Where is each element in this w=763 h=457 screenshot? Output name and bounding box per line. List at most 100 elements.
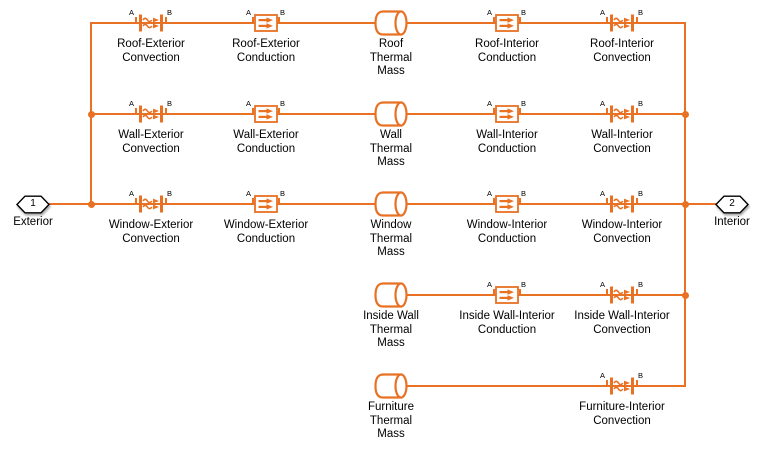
port-b-label: B: [280, 99, 286, 108]
block-label: Window-Exterior Conduction: [223, 219, 309, 245]
conduction-icon: [495, 195, 519, 213]
port-a-label: A: [129, 189, 135, 198]
port-tick: [278, 17, 280, 23]
block-label: Roof-Interior Convection: [590, 38, 654, 64]
port-tick: [519, 108, 521, 114]
port-tick: [636, 289, 638, 295]
port-tick: [636, 17, 638, 23]
block-label: Roof-Exterior Conduction: [232, 38, 300, 64]
port-tick: [493, 198, 495, 204]
block-label: Inside Wall-Interior Conduction: [459, 310, 555, 336]
port-a-label: A: [487, 280, 493, 289]
port-label: Interior: [714, 216, 750, 228]
convection-icon: [610, 286, 634, 304]
connection-port-exterior[interactable]: 1 Exterior: [13, 195, 53, 228]
port-tick: [278, 198, 280, 204]
conduction-icon: [254, 195, 278, 213]
convection-icon: [610, 14, 634, 32]
connection-port-interior[interactable]: 2 Interior: [714, 195, 750, 228]
port-number: 2: [729, 198, 735, 209]
port-b-label: B: [638, 371, 644, 380]
port-tick: [606, 108, 608, 114]
port-tick: [278, 108, 280, 114]
port-a-label: A: [487, 99, 493, 108]
junction-dot: [681, 291, 689, 299]
block-label: Inside Wall Thermal Mass: [363, 310, 419, 349]
junction-dot: [681, 200, 689, 208]
convection-icon: [139, 14, 163, 32]
port-b-label: B: [521, 8, 527, 17]
port-tick: [519, 289, 521, 295]
port-hexagon-icon: [715, 195, 749, 214]
port-number: 1: [30, 198, 36, 209]
block-label: Wall Thermal Mass: [369, 129, 413, 168]
port-tick: [135, 17, 137, 23]
port-a-label: A: [246, 189, 252, 198]
block-label: Wall-Exterior Convection: [118, 129, 184, 155]
conduction-icon: [495, 14, 519, 32]
port-tick: [519, 17, 521, 23]
port-tick: [252, 17, 254, 23]
port-a-label: A: [246, 8, 252, 17]
block-label: Inside Wall-Interior Convection: [574, 310, 670, 336]
block-label: Wall-Interior Convection: [591, 129, 653, 155]
port-a-label: A: [129, 8, 135, 17]
thermal-mass-icon: [374, 191, 408, 217]
convection-icon: [139, 105, 163, 123]
port-tick: [252, 198, 254, 204]
connection-line-inside-wall[interactable]: [391, 294, 685, 296]
port-tick: [493, 289, 495, 295]
port-tick: [636, 380, 638, 386]
port-tick: [519, 198, 521, 204]
block-label: Furniture-Interior Convection: [579, 401, 665, 427]
block-label: Window Thermal Mass: [369, 219, 413, 258]
conduction-icon: [254, 14, 278, 32]
port-hexagon-icon: [16, 195, 50, 214]
port-b-label: B: [638, 189, 644, 198]
port-b-label: B: [638, 99, 644, 108]
block-label: Window-Exterior Convection: [108, 219, 194, 245]
port-label: Exterior: [13, 216, 53, 228]
port-a-label: A: [600, 99, 606, 108]
port-tick: [606, 289, 608, 295]
port-b-label: B: [167, 8, 173, 17]
thermal-mass-icon: [374, 10, 408, 36]
conduction-icon: [495, 286, 519, 304]
port-b-label: B: [638, 280, 644, 289]
block-label: Roof-Interior Conduction: [475, 38, 539, 64]
thermal-mass-icon: [374, 101, 408, 127]
port-tick: [606, 198, 608, 204]
conduction-icon: [495, 105, 519, 123]
convection-icon: [610, 105, 634, 123]
connection-line-furniture[interactable]: [391, 385, 685, 387]
convection-icon: [610, 377, 634, 395]
port-tick: [493, 108, 495, 114]
port-a-label: A: [600, 8, 606, 17]
block-label: Roof-Exterior Convection: [117, 38, 185, 64]
conduction-icon: [254, 105, 278, 123]
port-tick: [252, 108, 254, 114]
port-b-label: B: [521, 99, 527, 108]
port-tick: [165, 108, 167, 114]
port-a-label: A: [487, 8, 493, 17]
port-b-label: B: [521, 280, 527, 289]
block-label: Wall-Interior Conduction: [476, 129, 538, 155]
junction-dot: [681, 110, 689, 118]
port-tick: [606, 17, 608, 23]
block-label: Wall-Exterior Conduction: [233, 129, 299, 155]
port-a-label: A: [487, 189, 493, 198]
port-b-label: B: [638, 8, 644, 17]
port-a-label: A: [600, 280, 606, 289]
convection-icon: [610, 195, 634, 213]
thermal-mass-icon: [374, 282, 408, 308]
junction-dot: [87, 200, 95, 208]
port-a-label: A: [600, 189, 606, 198]
port-a-label: A: [600, 371, 606, 380]
port-tick: [606, 380, 608, 386]
block-label: Furniture Thermal Mass: [367, 401, 415, 440]
port-a-label: A: [129, 99, 135, 108]
port-tick: [636, 198, 638, 204]
port-tick: [636, 108, 638, 114]
block-label: Roof Thermal Mass: [369, 38, 413, 77]
